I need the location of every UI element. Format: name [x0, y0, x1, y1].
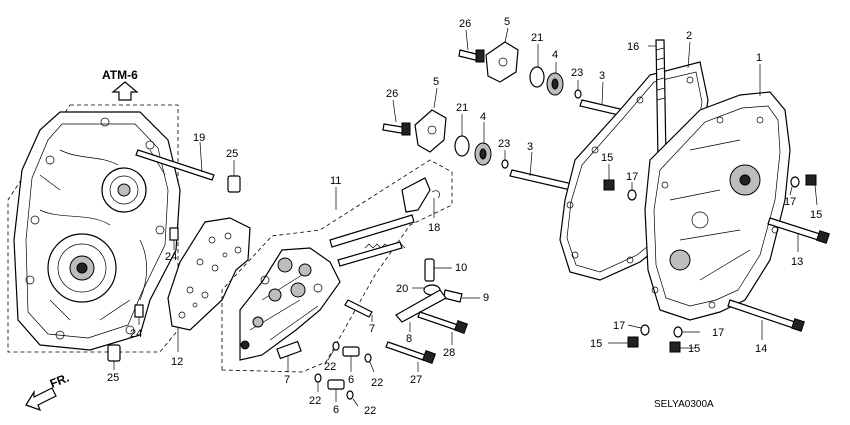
separator-plate-12: [167, 217, 251, 331]
washer-23-upper: [574, 89, 582, 99]
callout-26: 26: [459, 18, 471, 30]
bolt-14: [727, 299, 796, 329]
callout-19: 19: [193, 132, 205, 144]
clip-18: [431, 190, 440, 199]
callout-13: 13: [791, 256, 803, 268]
callout-5: 5: [504, 16, 510, 28]
callout-25: 25: [226, 148, 238, 160]
washer-23-lower: [501, 159, 509, 169]
diagram-code: SELYA0300A: [654, 399, 714, 410]
washer-17-top-right: [790, 176, 800, 188]
washer-17-top-left: [627, 189, 637, 201]
callout-14: 14: [755, 343, 767, 355]
bolt-24-lower: [134, 304, 144, 318]
oring-22-d: [346, 390, 354, 400]
check-valve-6-upper: [342, 346, 360, 357]
callout-22: 22: [364, 405, 376, 417]
callout-24: 24: [130, 328, 142, 340]
bolt-24-upper: [169, 227, 179, 241]
clip-9: [443, 289, 463, 303]
callout-7: 7: [369, 323, 375, 335]
callout-25: 25: [107, 372, 119, 384]
callout-15: 15: [688, 343, 700, 355]
callout-12: 12: [171, 356, 183, 368]
cover-5-lower: [414, 109, 447, 153]
callout-3: 3: [599, 70, 605, 82]
callout-4: 4: [480, 111, 486, 123]
callout-28: 28: [443, 347, 455, 359]
callout-22: 22: [371, 377, 383, 389]
oring-22-c: [314, 373, 322, 383]
callout-22: 22: [324, 361, 336, 373]
callout-15: 15: [590, 338, 602, 350]
valve-body-outline: [221, 159, 453, 373]
bolt-28: [417, 311, 459, 331]
callout-7: 7: [284, 374, 290, 386]
callout-10: 10: [455, 262, 467, 274]
callout-23: 23: [498, 138, 510, 150]
oring-21-upper: [529, 66, 545, 88]
lever-8: [395, 289, 447, 323]
callout-21: 21: [531, 32, 543, 44]
callout-15: 15: [601, 152, 613, 164]
callout-20: 20: [396, 283, 408, 295]
callout-17: 17: [613, 320, 625, 332]
callout-17: 17: [626, 171, 638, 183]
callout-4: 4: [552, 49, 558, 61]
check-valve-6-lower: [327, 379, 345, 390]
callout-11: 11: [330, 175, 341, 187]
callout-21: 21: [456, 102, 468, 114]
dowel-25-lower: [107, 344, 121, 362]
valve-spool-middle: [337, 241, 403, 267]
callout-17: 17: [712, 327, 724, 339]
bolt-15-top-left: [603, 179, 615, 191]
pin-7-lower: [276, 340, 302, 360]
side-case-1: [644, 91, 791, 321]
pin-10: [424, 258, 435, 282]
callout-9: 9: [483, 292, 489, 304]
oring-22-a: [332, 341, 340, 351]
bolt-15-bottom-right: [669, 341, 681, 353]
washer-17-bottom-right: [673, 326, 683, 338]
valve-spool-upper: [329, 214, 415, 248]
callout-18: 18: [428, 222, 440, 234]
callout-3: 3: [527, 141, 533, 153]
washer-17-bottom-left: [640, 324, 650, 336]
oring-22-b: [364, 353, 372, 363]
bracket: [401, 177, 431, 213]
callout-8: 8: [406, 333, 412, 345]
pin-19: [135, 149, 215, 181]
bolt-15-bottom-left: [627, 336, 639, 348]
callout-6: 6: [348, 374, 354, 386]
callout-5: 5: [433, 76, 439, 88]
transmission-housing: [7, 104, 181, 353]
callout-6: 6: [333, 404, 339, 416]
cover-5-upper: [485, 41, 519, 83]
callout-22: 22: [309, 395, 321, 407]
valve-body: [239, 247, 341, 361]
front-arrow-icon: [25, 387, 57, 412]
callout-labels: 1 2 3 3 4 4 5 5 6 6 7 7 8 9 10 11 12 13 …: [107, 16, 822, 417]
callout-17: 17: [784, 196, 796, 208]
callout-15: 15: [810, 209, 822, 221]
callout-23: 23: [571, 67, 583, 79]
callout-26: 26: [386, 88, 398, 100]
callout-2: 2: [686, 30, 692, 42]
oring-21-lower: [454, 135, 470, 157]
ref-label: ATM-6: [102, 68, 138, 82]
bolt-15-top-right: [805, 174, 817, 186]
callout-16: 16: [627, 41, 639, 53]
pin-7-upper: [344, 299, 373, 318]
dowel-25-upper: [227, 175, 241, 193]
callout-1: 1: [756, 52, 762, 64]
callout-24: 24: [165, 251, 177, 263]
callout-27: 27: [410, 374, 422, 386]
direction-label: FR.: [48, 371, 71, 391]
up-arrow-icon: [111, 81, 139, 101]
